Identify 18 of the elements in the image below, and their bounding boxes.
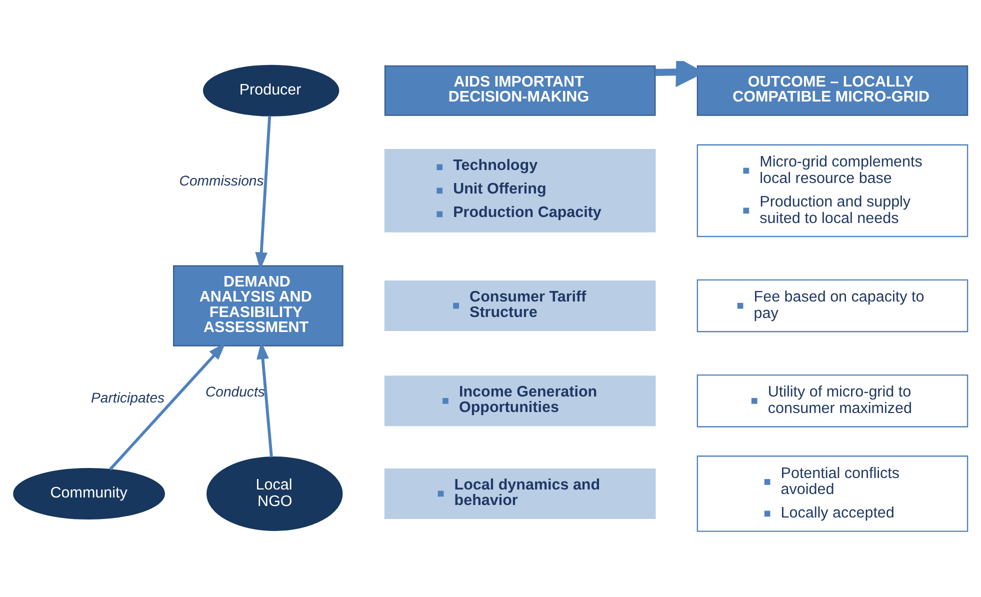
edge-label: Conducts <box>205 383 265 400</box>
node-ellipse: Community <box>13 468 165 520</box>
node-box: Technology Unit Offering Production Capacity <box>384 149 656 232</box>
node-box: AIDS IMPORTANT DECISION-MAKING <box>384 65 656 116</box>
node-box: Micro-grid complements local resource base Production and supply suited to local needs <box>696 144 968 238</box>
node-box: Income Generation Opportunities <box>384 376 656 426</box>
arrow <box>108 342 226 470</box>
node-box: Potential conflicts avoided Locally accepted <box>696 456 968 532</box>
edge-label: Participates <box>91 390 165 406</box>
node-ellipse: Producer <box>202 64 340 116</box>
node-box: Consumer Tariff Structure <box>384 280 656 332</box>
node-box: Utility of micro-grid to consumer maximized <box>696 374 968 428</box>
node-box: OUTCOME – LOCALLY COMPATIBLE MICRO-GRID <box>696 65 968 116</box>
node-box: Local dynamics and behavior <box>384 468 656 519</box>
edge-label: Commissions <box>179 172 264 189</box>
node-box: DEMAND ANALYSIS AND FEASIBILITY ASSESSMENT <box>173 265 344 346</box>
node-ellipse: Local NGO <box>206 456 343 531</box>
node-box: Fee based on capacity to pay <box>696 279 968 332</box>
